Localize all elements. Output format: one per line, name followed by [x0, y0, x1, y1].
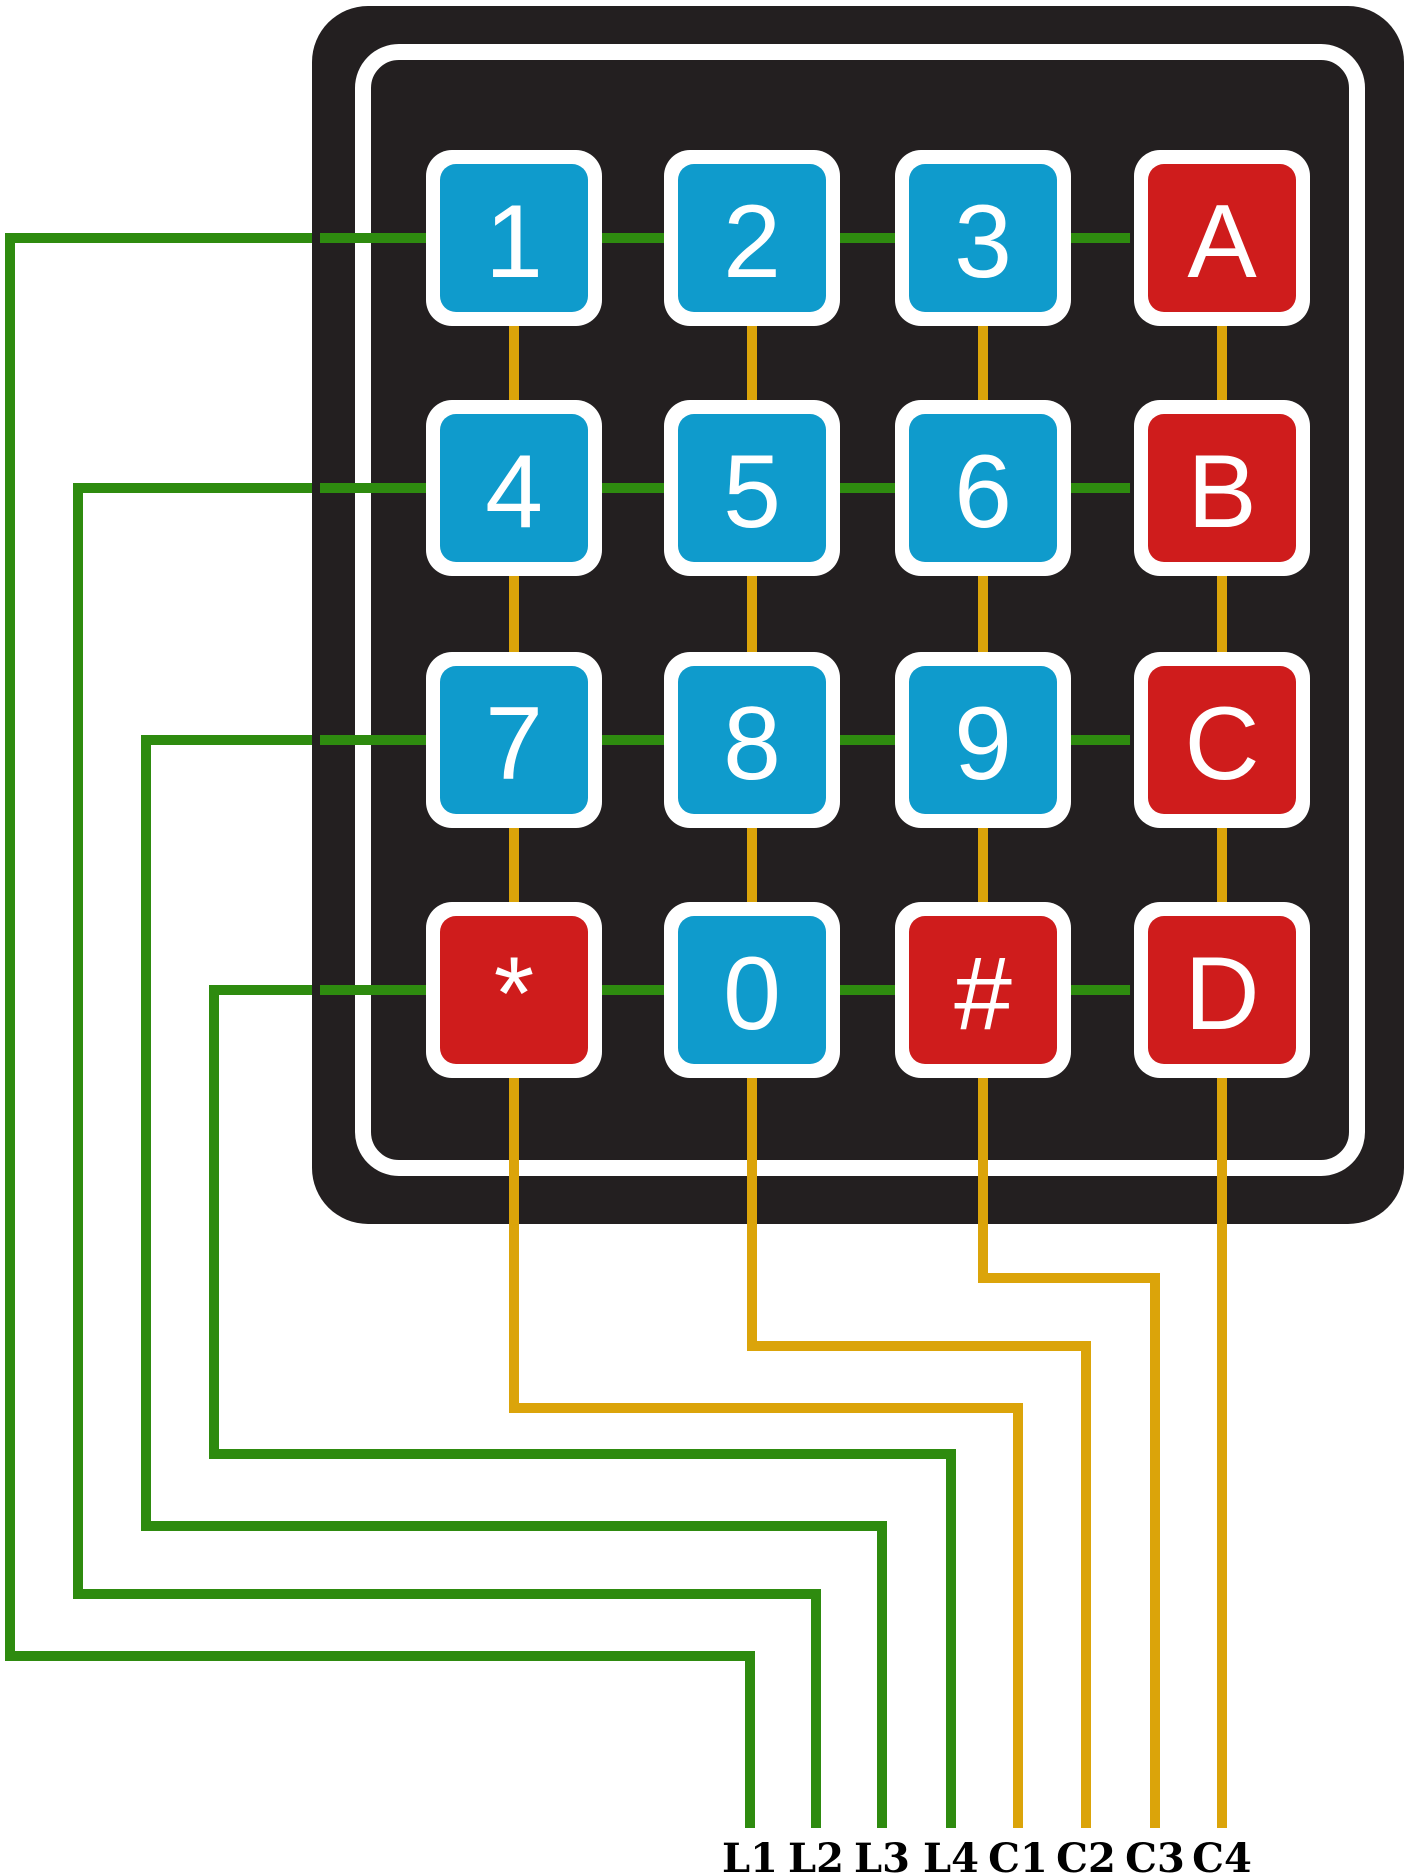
key-label: B [1187, 434, 1256, 550]
key-c[interactable]: C [1134, 652, 1310, 828]
key-label: 0 [723, 936, 781, 1052]
row-wire-4 [209, 985, 956, 1828]
key-7[interactable]: 7 [426, 652, 602, 828]
key-label: C [1184, 686, 1259, 802]
key-label: 5 [723, 434, 781, 550]
keys: 1 2 3 A 4 5 6 B 7 8 9 C * 0 # D [426, 150, 1310, 1078]
key-9[interactable]: 9 [895, 652, 1071, 828]
key-face [1148, 666, 1296, 814]
key-face [1148, 164, 1296, 312]
key-3[interactable]: 3 [895, 150, 1071, 326]
key-b[interactable]: B [1134, 400, 1310, 576]
key-4[interactable]: 4 [426, 400, 602, 576]
key-label: 1 [485, 184, 543, 300]
pin-label-l3: L3 [854, 1835, 910, 1876]
key-label: 9 [954, 686, 1012, 802]
key-face [1148, 916, 1296, 1064]
key-a[interactable]: A [1134, 150, 1310, 326]
key-face [440, 164, 588, 312]
key-1[interactable]: 1 [426, 150, 602, 326]
key-face [909, 414, 1057, 562]
row-wire-3 [141, 735, 887, 1828]
key-face [678, 164, 826, 312]
key-face [678, 916, 826, 1064]
keypad-frame [355, 44, 1365, 1176]
key-label: A [1187, 184, 1257, 300]
key-face [909, 916, 1057, 1064]
key-8[interactable]: 8 [664, 652, 840, 828]
key-6[interactable]: 6 [895, 400, 1071, 576]
key-label: 8 [723, 686, 781, 802]
key-2[interactable]: 2 [664, 150, 840, 326]
key-face [678, 414, 826, 562]
key-label: 7 [485, 686, 543, 802]
key-face [440, 916, 588, 1064]
key-label: 2 [723, 184, 781, 300]
pin-label-c2: C2 [1056, 1835, 1116, 1876]
key-label: # [954, 936, 1012, 1052]
key-face [1148, 414, 1296, 562]
key-label: * [494, 936, 534, 1052]
key-face [909, 666, 1057, 814]
key-face [909, 164, 1057, 312]
key-label: 4 [485, 434, 543, 550]
row-wire-2 [73, 483, 821, 1828]
key-label: 3 [954, 184, 1012, 300]
key-5[interactable]: 5 [664, 400, 840, 576]
pin-label-l4: L4 [923, 1835, 979, 1876]
key-d[interactable]: D [1134, 902, 1310, 1078]
key-label: 6 [954, 434, 1012, 550]
pin-label-l1: L1 [722, 1835, 778, 1876]
pin-label-c4: C4 [1192, 1835, 1252, 1876]
key-label: D [1184, 936, 1259, 1052]
key-face [440, 414, 588, 562]
pin-label-c3: C3 [1125, 1835, 1185, 1876]
row-wire-1 [5, 233, 755, 1828]
key-hash[interactable]: # [895, 902, 1071, 1078]
pin-label-c1: C1 [988, 1835, 1048, 1876]
key-0[interactable]: 0 [664, 902, 840, 1078]
key-face [678, 666, 826, 814]
key-star[interactable]: * [426, 902, 602, 1078]
key-face [440, 666, 588, 814]
pin-label-l2: L2 [788, 1835, 844, 1876]
